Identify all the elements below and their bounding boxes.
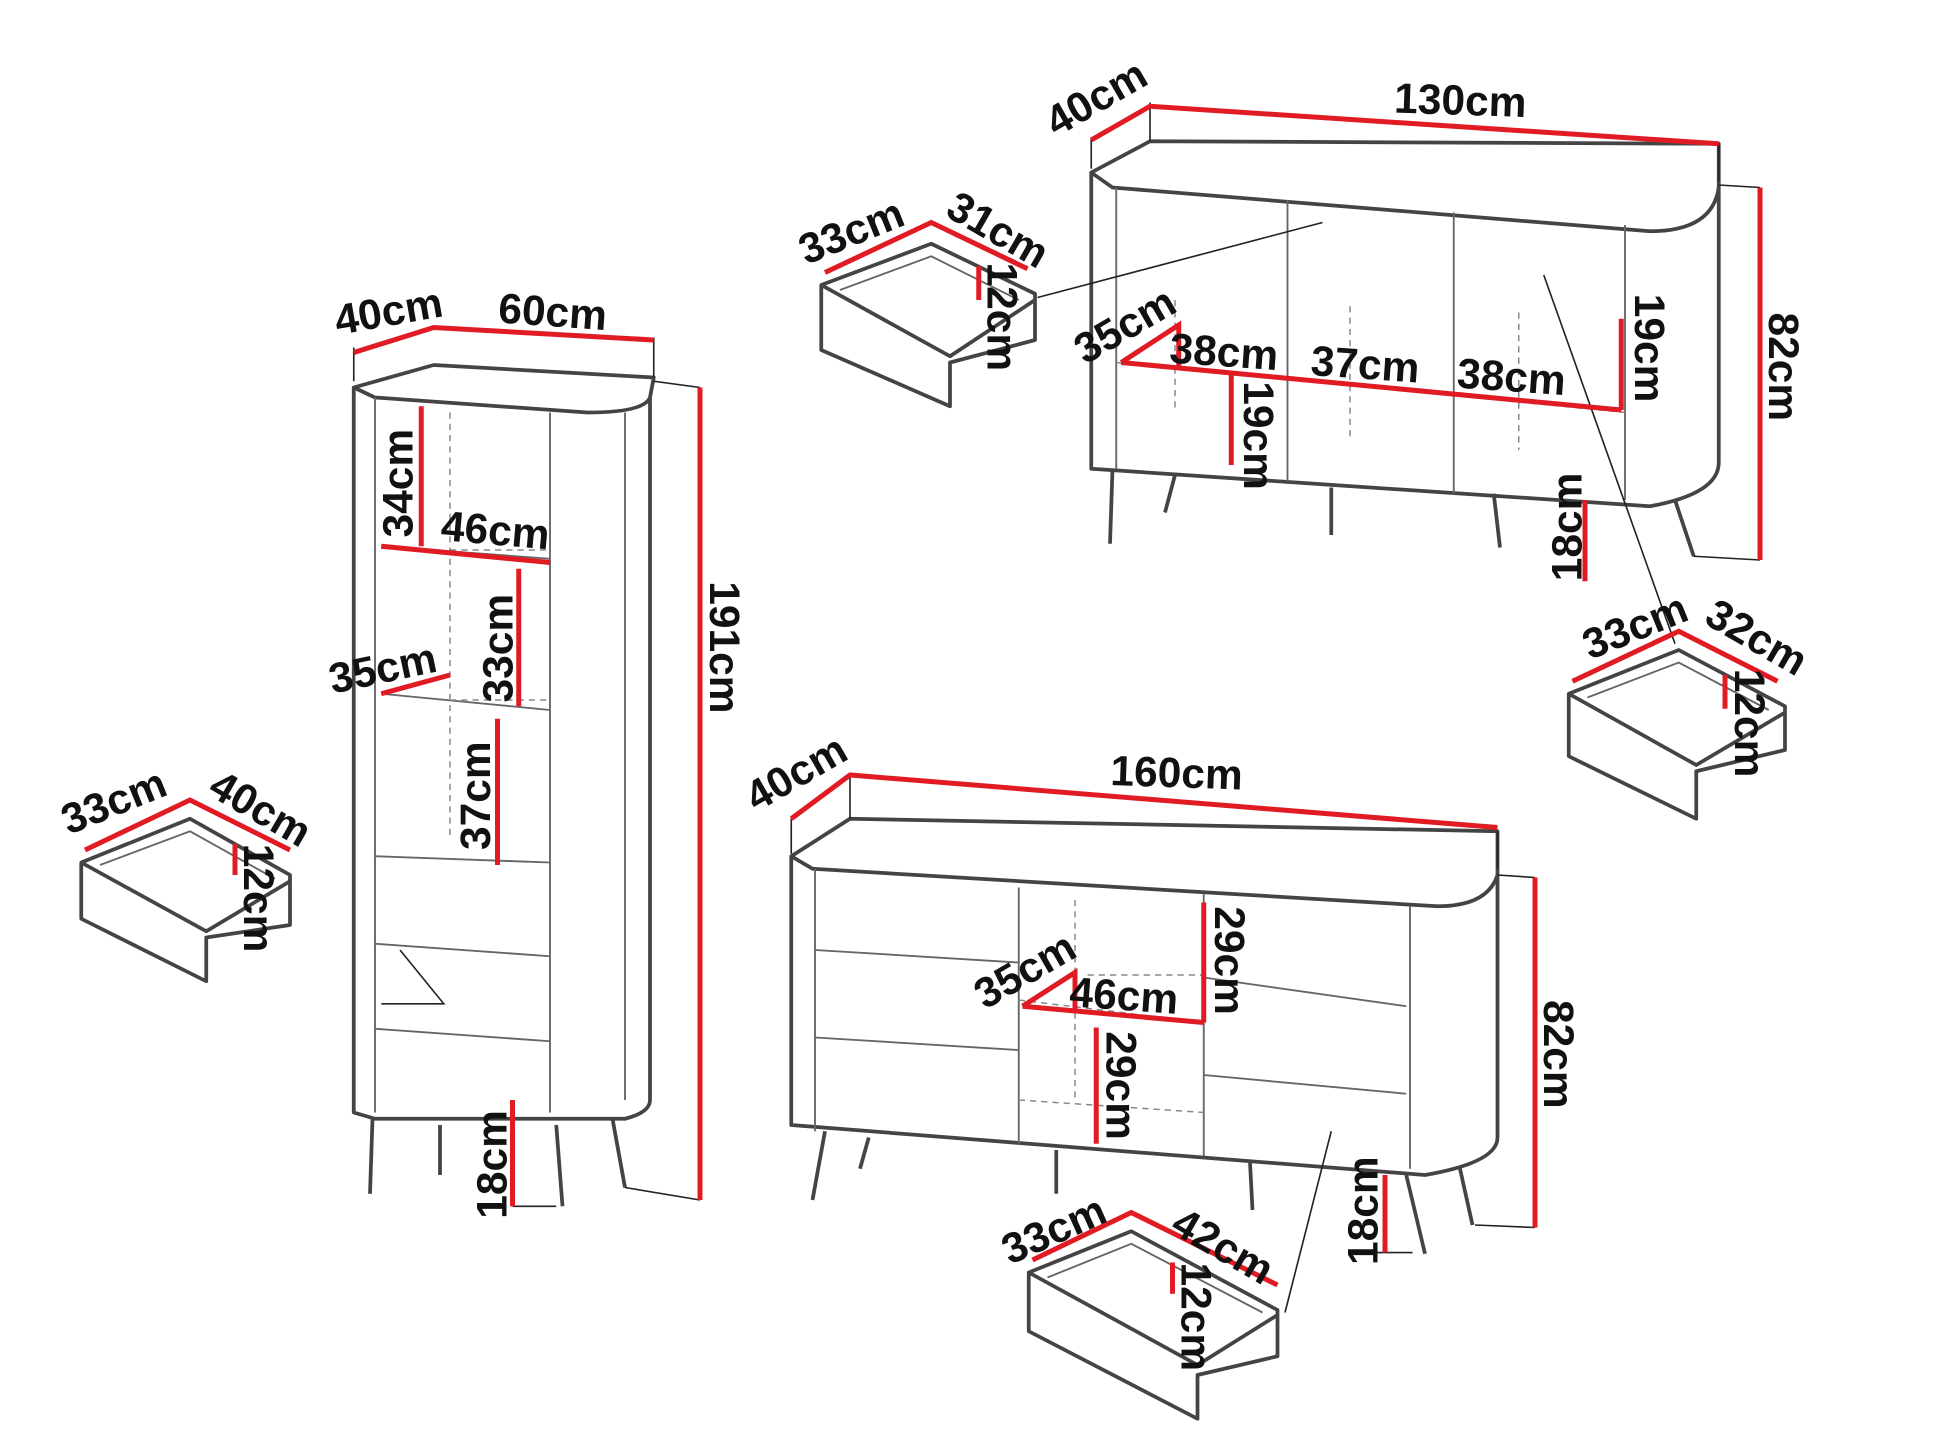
sb160-depth-label: 40cm xyxy=(738,726,856,821)
tall-cabinet-drawer: 33cm 40cm 12cm xyxy=(55,760,319,984)
sb130-middle-height-label: 19cm xyxy=(1234,381,1281,490)
tall-shelf3-height-label: 37cm xyxy=(453,741,500,850)
tall-shelf-depth-label: 35cm xyxy=(325,635,441,704)
sb160-width-label: 160cm xyxy=(1110,748,1244,800)
sideboard-160-drawer: 33cm 42cm 12cm xyxy=(995,1187,1281,1421)
sb160-upper-height-label: 29cm xyxy=(1205,906,1252,1015)
tall-shelf-width-label: 46cm xyxy=(439,503,551,559)
left-drawer-width-label: 40cm xyxy=(201,762,319,857)
sb130-height-label: 82cm xyxy=(1759,313,1806,422)
sb130-leg-height-label: 18cm xyxy=(1544,473,1591,582)
sb130-depth-label: 40cm xyxy=(1038,51,1156,146)
sideboard-160: 40cm 160cm 82cm 35cm 46cm 29cm 29cm 18cm xyxy=(738,726,1581,1313)
sb160-height-label: 82cm xyxy=(1534,1000,1581,1109)
sb130-right-width-label: 38cm xyxy=(1456,351,1568,405)
right-drawer-height-label: 12cm xyxy=(1725,669,1772,778)
tall-shelf2-height-label: 33cm xyxy=(476,594,523,703)
bottom-drawer-height-label: 12cm xyxy=(1171,1263,1218,1372)
sb130-right-height-label: 19cm xyxy=(1625,294,1672,403)
tall-width-label: 60cm xyxy=(497,286,609,340)
sb130-width-label: 130cm xyxy=(1393,76,1527,128)
sb130-middle-width-label: 37cm xyxy=(1309,338,1421,392)
tall-depth-label: 40cm xyxy=(331,280,446,345)
top-drawer-height-label: 12cm xyxy=(978,263,1025,372)
sideboard-130-drawer-left: 33cm 31cm 12cm xyxy=(792,183,1056,409)
right-drawer-depth-label: 33cm xyxy=(1576,585,1694,669)
left-drawer-height-label: 12cm xyxy=(234,844,281,953)
tall-shelf1-height-label: 34cm xyxy=(376,429,423,538)
sideboard-130: 40cm 130cm 82cm 35cm 38cm 37cm 38cm 19cm… xyxy=(1037,51,1806,645)
tall-cabinet: 40cm 60cm 191cm 34cm 46cm 33cm 35cm 37cm… xyxy=(325,280,747,1219)
tall-leg-height-label: 18cm xyxy=(469,1110,516,1219)
sb130-left-width-label: 38cm xyxy=(1168,326,1280,380)
sb160-leg-height-label: 18cm xyxy=(1341,1156,1388,1265)
sideboard-130-drawer-right: 33cm 32cm 12cm xyxy=(1566,585,1815,821)
sb160-shelf-width-label: 46cm xyxy=(1068,969,1180,1023)
tall-height-label: 191cm xyxy=(700,581,747,713)
sb160-lower-height-label: 29cm xyxy=(1096,1031,1143,1140)
